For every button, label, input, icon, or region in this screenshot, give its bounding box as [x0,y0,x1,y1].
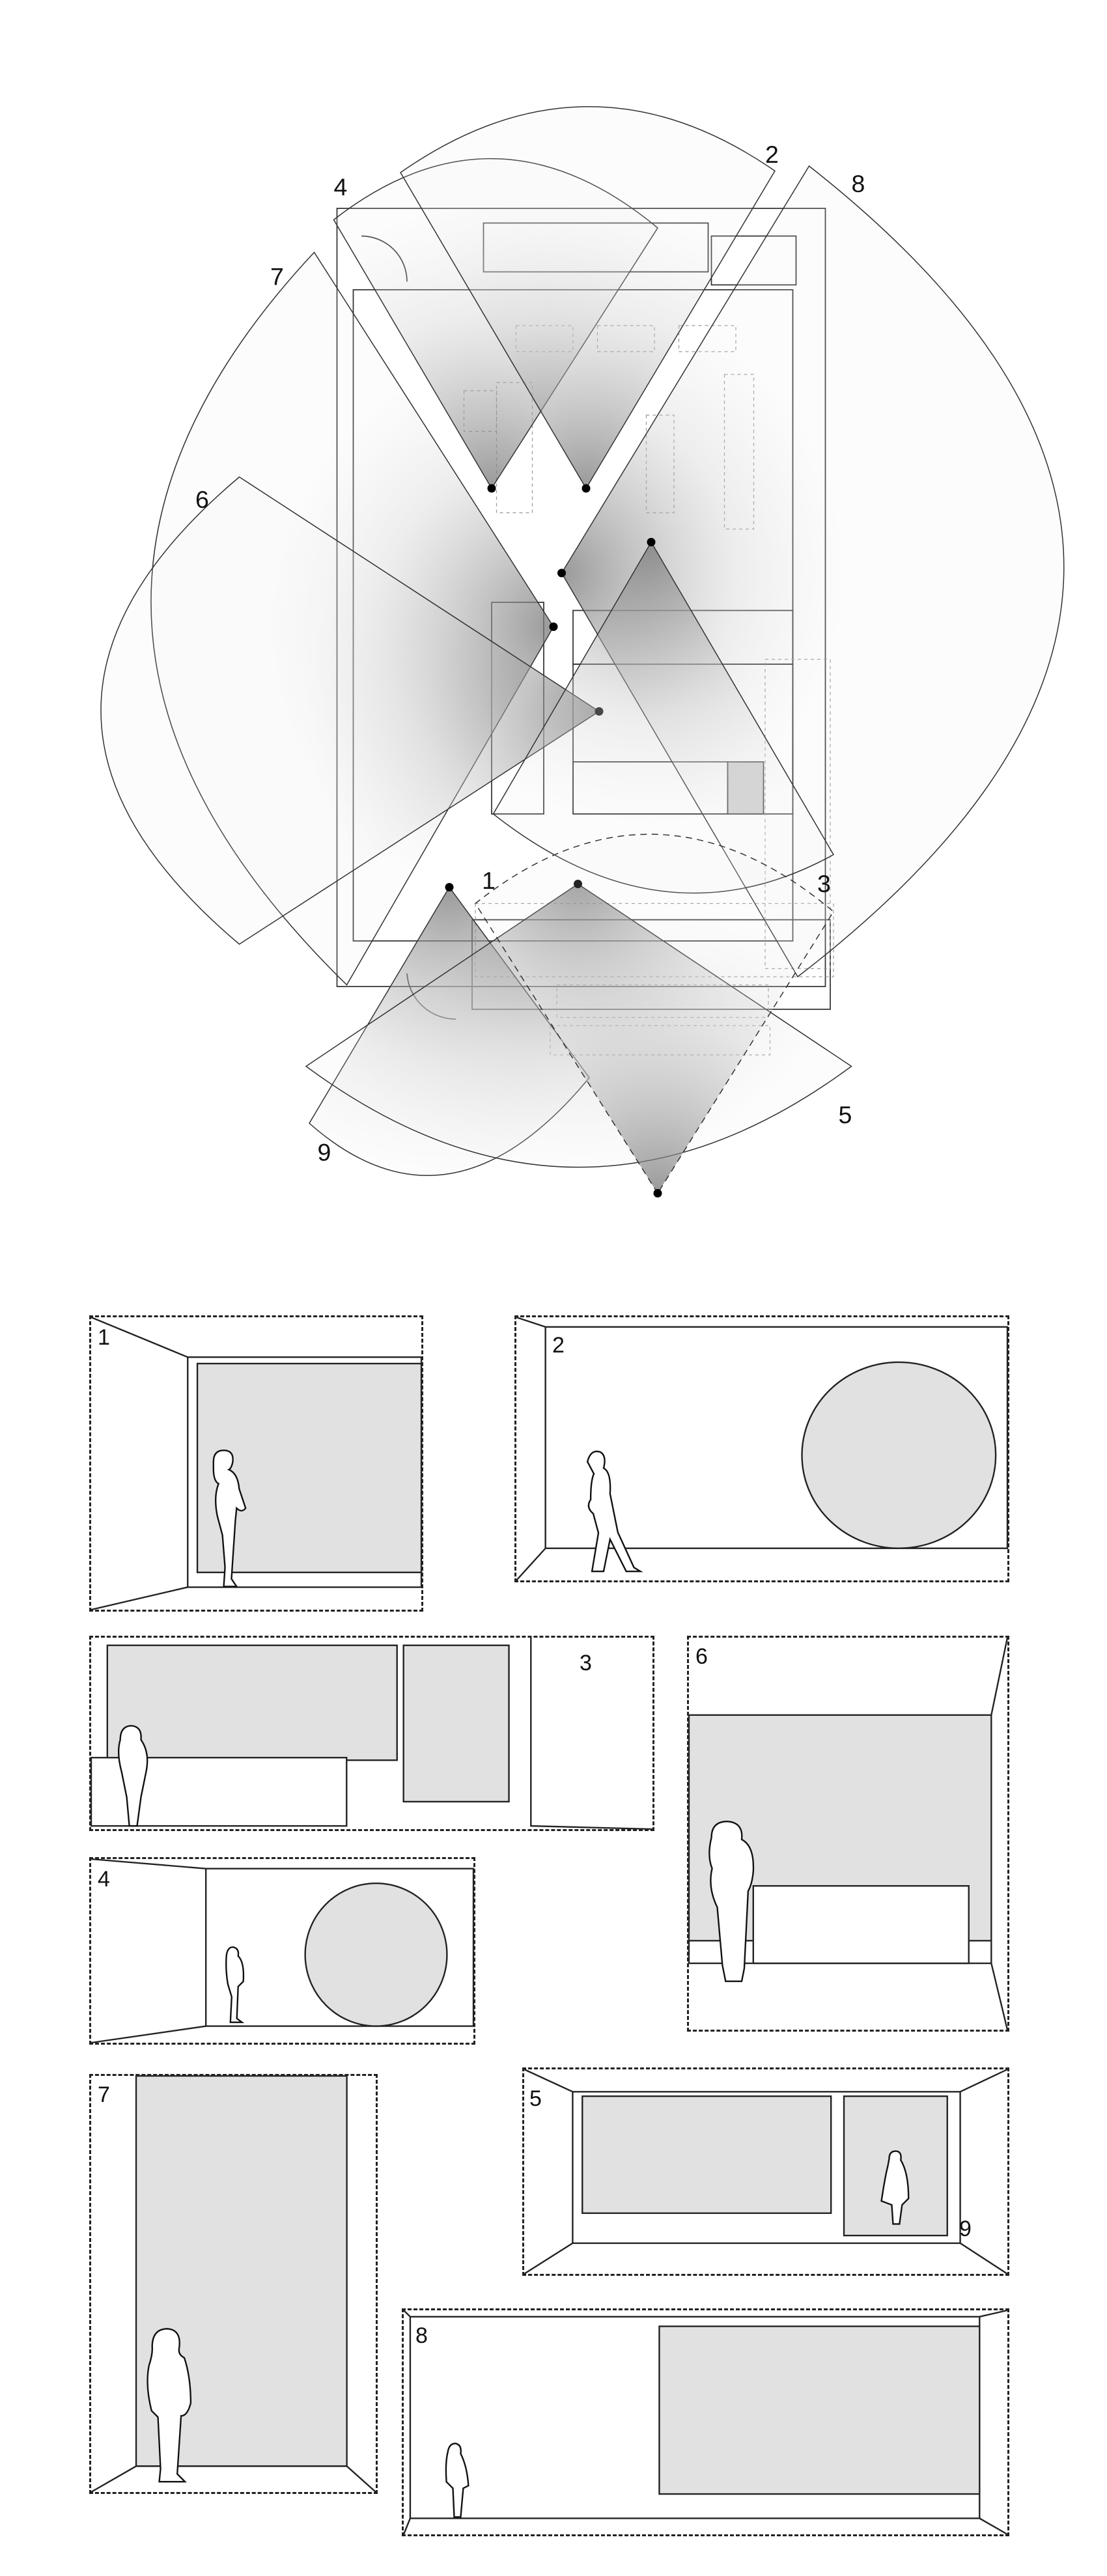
view-label: 5 [839,1101,852,1128]
person-silhouette [147,2328,192,2483]
floor-plan: 4 2 8 7 6 3 1 5 9 [100,106,1065,1198]
panel-number: 1 [98,1325,110,1350]
person-silhouette [708,1820,755,1982]
view-label: 3 [817,870,831,897]
person-silhouette [117,1725,148,1827]
view-panel-7: 7 [89,2074,378,2494]
panel-secondary-number: 9 [959,2217,972,2241]
view-label: 2 [765,141,779,168]
panel-number: 4 [98,1867,110,1892]
view-panel-4: 4 [89,1857,475,2045]
view-label: 4 [334,173,348,201]
view-label: 9 [318,1139,331,1166]
view-label: 6 [195,486,209,513]
viewpoint-marker [653,1189,662,1198]
viewpoint-marker [549,623,558,631]
view-cone-2 [400,106,776,490]
view-label: 1 [482,867,496,894]
view-panel-3: 3 [89,1636,654,1831]
panel-number: 6 [695,1644,708,1669]
viewpoint-marker [487,484,496,493]
view-panel-8: 8 [402,2308,1009,2536]
viewpoint-marker [445,883,454,892]
panel-number: 7 [98,2082,110,2107]
person-silhouette [225,1946,245,2023]
person-silhouette [212,1449,247,1588]
viewpoint-marker [647,538,656,546]
viewpoint-marker [557,568,566,578]
view-label: 7 [270,263,284,290]
view-cone-6 [100,476,600,945]
view-panel-6: 6 [687,1636,1009,2032]
panel-number: 3 [580,1651,592,1675]
view-cones [100,106,1065,1198]
view-panel-5: 5 9 [522,2067,1009,2276]
panel-number: 2 [552,1333,565,1358]
person-silhouette [445,2443,469,2518]
person-silhouette [586,1450,643,1573]
panel-number: 8 [415,2323,428,2348]
view-panel-2: 2 [514,1315,1009,1582]
view-panel-1: 1 [89,1315,423,1612]
view-cone-9 [475,833,834,1194]
viewpoint-marker [582,484,591,493]
panel-number: 5 [529,2086,542,2111]
person-silhouette [880,2150,910,2225]
view-label: 8 [852,170,865,197]
